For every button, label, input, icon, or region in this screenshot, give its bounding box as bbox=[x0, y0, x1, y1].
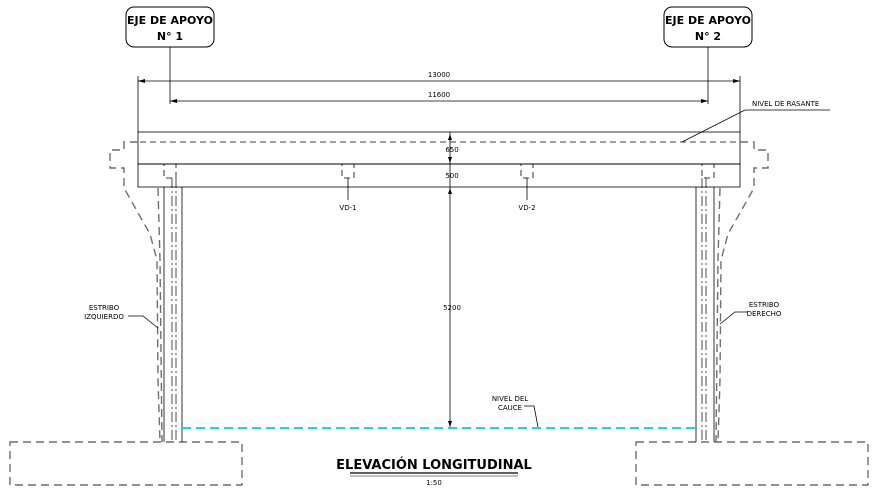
beam-vd2: VD-2 bbox=[518, 163, 536, 212]
bearing-1 bbox=[163, 163, 177, 179]
dim-clearance-text: 5200 bbox=[443, 304, 461, 312]
pier-column-right bbox=[695, 178, 715, 442]
drawing-scale: 1:50 bbox=[426, 479, 442, 487]
support-tag-2-line2: N° 2 bbox=[695, 30, 721, 43]
dimension-vertical: 650 500 5200 bbox=[443, 132, 461, 427]
abutment-right bbox=[635, 141, 869, 486]
rasante-label: NIVEL DE RASANTE bbox=[752, 100, 819, 108]
bearing-2 bbox=[701, 163, 715, 179]
cauce-label-2: CAUCE bbox=[498, 404, 522, 412]
estribo-der-label-2: DERECHO bbox=[747, 310, 782, 318]
dim-total-length-text: 13000 bbox=[428, 71, 450, 79]
dimension-total-length: 13000 bbox=[137, 71, 741, 132]
estribo-izquierdo-callout: ESTRIBO IZQUIERDO bbox=[84, 304, 159, 329]
support-tag-1-line1: EJE DE APOYO bbox=[127, 14, 213, 27]
beam-vd1: VD-1 bbox=[339, 163, 357, 212]
pier-column-left bbox=[163, 178, 183, 442]
estribo-izq-label-1: ESTRIBO bbox=[89, 304, 120, 312]
dimension-span: 11600 bbox=[170, 91, 708, 103]
estribo-derecho-callout: ESTRIBO DERECHO bbox=[719, 301, 782, 325]
abutment-left bbox=[9, 141, 243, 486]
support-tag-2-line1: EJE DE APOYO bbox=[665, 14, 751, 27]
cauce-label-1: NIVEL DEL bbox=[492, 395, 528, 403]
estribo-der-label-1: ESTRIBO bbox=[749, 301, 780, 309]
support-axis-tag-2: EJE DE APOYO N° 2 bbox=[663, 6, 753, 48]
beam-vd1-label: VD-1 bbox=[339, 204, 356, 212]
estribo-izq-label-2: IZQUIERDO bbox=[84, 313, 124, 321]
dim-span-text: 11600 bbox=[428, 91, 450, 99]
drawing-title: ELEVACIÓN LONGITUDINAL bbox=[336, 457, 532, 473]
dim-slab-thickness-text: 650 bbox=[445, 146, 458, 154]
drawing-title-block: ELEVACIÓN LONGITUDINAL 1:50 bbox=[336, 457, 532, 487]
rasante-callout: NIVEL DE RASANTE bbox=[681, 100, 830, 143]
support-axis-tag-1: EJE DE APOYO N° 1 bbox=[125, 6, 215, 48]
support-tag-1-line2: N° 1 bbox=[157, 30, 183, 43]
cauce-callout: NIVEL DEL CAUCE bbox=[492, 395, 539, 428]
beam-vd2-label: VD-2 bbox=[518, 204, 535, 212]
dim-beam-depth-text: 500 bbox=[445, 172, 458, 180]
deck-slab bbox=[137, 131, 741, 188]
